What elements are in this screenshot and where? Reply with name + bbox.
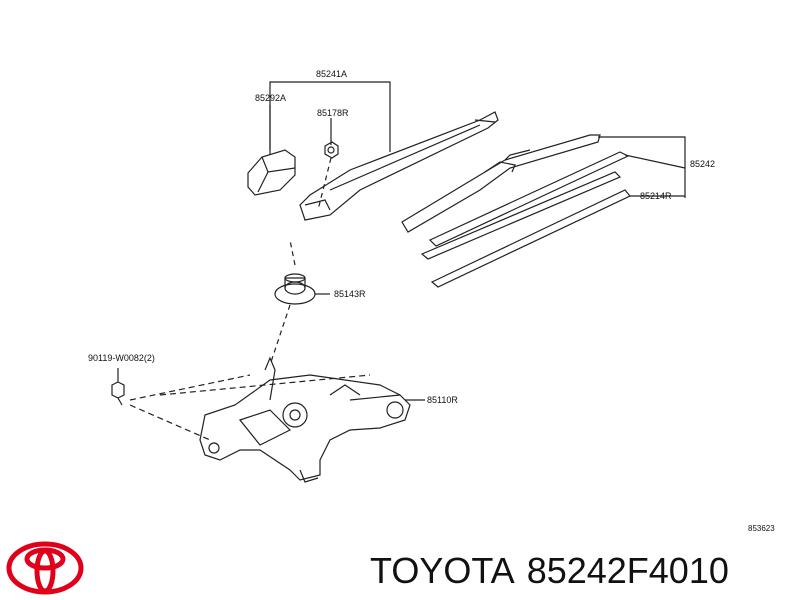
part-number: 85242F4010 bbox=[526, 550, 729, 591]
wiper-blade bbox=[401, 134, 601, 233]
blade-label: 85242 bbox=[690, 159, 715, 169]
nut-label: 85178R bbox=[317, 108, 349, 118]
wiper-motor bbox=[199, 356, 411, 483]
grommet bbox=[274, 273, 316, 305]
toyota-logo-icon bbox=[6, 541, 84, 595]
brand-caption: TOYOTA 85242F4010 bbox=[370, 550, 741, 592]
rubber-label: 85214R bbox=[640, 191, 672, 201]
bolt bbox=[111, 381, 125, 406]
motor-label: 85110R bbox=[427, 395, 458, 405]
rubber-strip-1 bbox=[428, 151, 630, 247]
arm-cap bbox=[247, 149, 296, 196]
blade-leader bbox=[598, 136, 686, 198]
rubber-strip-2 bbox=[420, 171, 622, 260]
wiper-arm bbox=[299, 111, 499, 221]
brand-name: TOYOTA bbox=[370, 550, 515, 591]
nut bbox=[324, 141, 339, 159]
grommet-label: 85143R bbox=[334, 289, 366, 299]
cap-label: 85292A bbox=[255, 93, 286, 103]
arm-leader bbox=[269, 81, 391, 155]
rubber-strip-3 bbox=[430, 189, 631, 288]
diagram-ref: 853623 bbox=[748, 524, 775, 533]
bolt-label: 90119-W0082(2) bbox=[88, 353, 155, 363]
arm-label: 85241A bbox=[316, 69, 347, 79]
